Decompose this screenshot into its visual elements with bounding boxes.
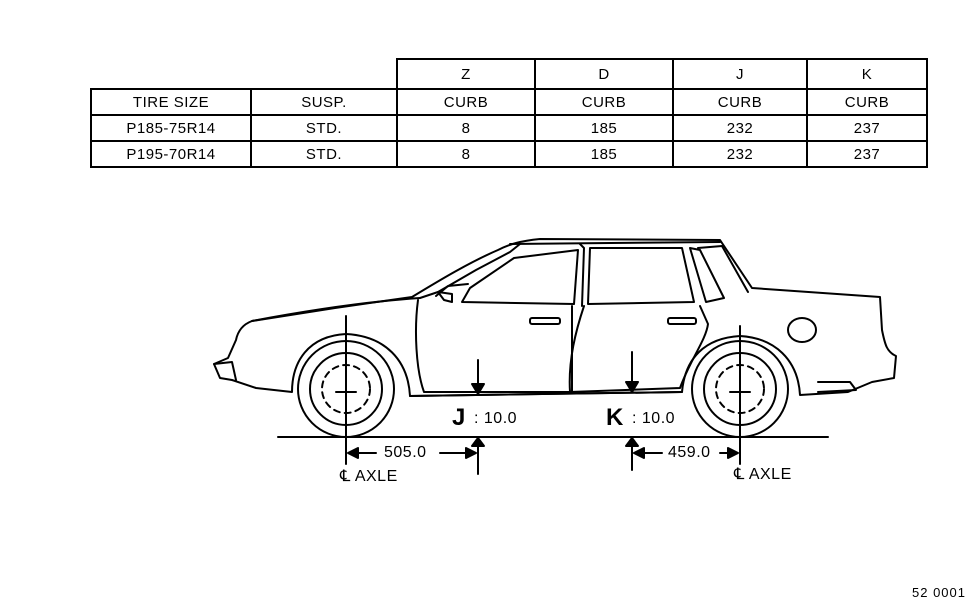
header-z: Z — [396, 58, 536, 90]
fuel-door — [787, 317, 817, 343]
side-mirror — [437, 291, 453, 303]
header-d: D — [534, 58, 674, 90]
quarter-window — [689, 247, 725, 303]
header-k: K — [806, 58, 928, 90]
table-cell: 237 — [806, 114, 928, 142]
header-curb: CURB — [672, 88, 808, 116]
rear-dimension-line — [633, 447, 739, 459]
table-cell: 232 — [672, 114, 808, 142]
j-letter-label: J — [452, 404, 466, 431]
figure-number: 52 0001 — [912, 585, 966, 600]
j-value-label: : 10.0 — [474, 410, 518, 427]
front-door-handle — [529, 317, 561, 325]
front-dimension-line — [347, 447, 477, 459]
header-susp: SUSP. — [250, 88, 398, 116]
table-blank-cell — [251, 59, 398, 90]
j-measure-marker — [471, 359, 485, 475]
front-door — [415, 299, 573, 393]
table-cell: 185 — [534, 140, 674, 168]
rear-door-handle — [667, 317, 697, 325]
header-curb: CURB — [396, 88, 536, 116]
front-dimension-label: 505.0 — [384, 444, 427, 461]
table-cell: 232 — [672, 140, 808, 168]
c-pillar — [697, 245, 749, 293]
k-measure-marker — [625, 351, 639, 471]
table-cell: P195-70R14 — [90, 140, 252, 168]
spec-table: Z D J K TIRE SIZE SUSP. CURB CURB CURB C… — [90, 58, 928, 168]
front-axle-label: ℄ AXLE — [340, 468, 398, 485]
header-curb: CURB — [806, 88, 928, 116]
rear-dimension-label: 459.0 — [668, 444, 711, 461]
table-cell: 8 — [396, 140, 536, 168]
rear-door — [568, 305, 709, 393]
front-window — [461, 249, 579, 305]
table-group-header-row: Z D J K — [91, 58, 928, 90]
header-j: J — [672, 58, 808, 90]
table-cell: 185 — [534, 114, 674, 142]
table-cell: STD. — [250, 114, 398, 142]
header-tire-size: TIRE SIZE — [90, 88, 252, 116]
k-letter-label: K — [606, 404, 624, 431]
hood-line — [251, 297, 421, 322]
table-cell: P185-75R14 — [90, 114, 252, 142]
rear-window — [587, 247, 695, 305]
table-column-header-row: TIRE SIZE SUSP. CURB CURB CURB CURB — [90, 88, 928, 116]
table-row: P195-70R14 STD. 8 185 232 237 — [90, 140, 928, 168]
table-cell: 8 — [396, 114, 536, 142]
table-cell: 237 — [806, 140, 928, 168]
table-row: P185-75R14 STD. 8 185 232 237 — [90, 114, 928, 142]
front-bumper — [213, 361, 237, 381]
header-curb: CURB — [534, 88, 674, 116]
k-value-label: : 10.0 — [632, 410, 676, 427]
b-pillar — [579, 243, 585, 307]
rear-bumper — [817, 381, 857, 393]
rocker-panel — [409, 391, 683, 397]
table-cell: STD. — [250, 140, 398, 168]
roof-line — [509, 241, 721, 245]
rear-axle-label: ℄ AXLE — [734, 466, 792, 483]
windshield — [419, 243, 521, 299]
